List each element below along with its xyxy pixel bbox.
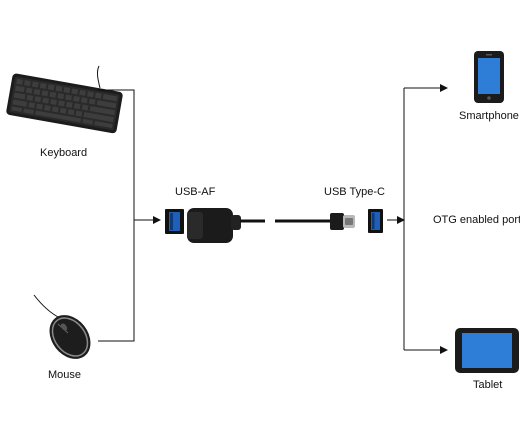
keyboard-label: Keyboard bbox=[40, 147, 88, 159]
keyboard-icon bbox=[6, 65, 123, 134]
mouse-icon bbox=[33, 294, 91, 359]
otg-port-label: OTG enabled port bbox=[433, 214, 520, 226]
usb-a-port-icon bbox=[165, 209, 184, 234]
output-bracket bbox=[387, 84, 448, 354]
smartphone-label: Smartphone bbox=[459, 110, 519, 122]
usb-af-label: USB-AF bbox=[175, 186, 216, 198]
usb-c-plug-icon bbox=[330, 213, 355, 230]
otg-adapter-icon bbox=[187, 208, 330, 243]
usb-c-port-icon bbox=[368, 209, 383, 233]
tablet-label: Tablet bbox=[473, 379, 503, 391]
mouse-label: Mouse bbox=[48, 369, 82, 381]
smartphone-icon bbox=[474, 51, 504, 103]
tablet-icon bbox=[455, 328, 519, 373]
input-bracket bbox=[98, 89, 161, 342]
usb-type-c-label: USB Type-C bbox=[324, 186, 385, 198]
